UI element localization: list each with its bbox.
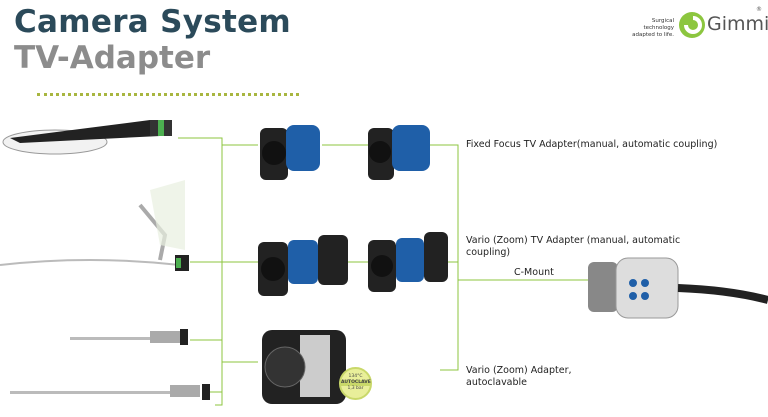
label-fixed-focus: Fixed Focus TV Adapter(manual, automatic… (466, 139, 718, 150)
endoscope-shaver (2, 120, 172, 155)
page-subtitle: TV-Adapter (14, 40, 211, 76)
label-vario-autoclavable: Vario (Zoom) Adapter,autoclavable (466, 365, 572, 388)
endoscope-angled (0, 180, 189, 271)
dotted-divider (37, 93, 299, 96)
vario-adapter-2 (368, 232, 448, 292)
endoscope-long (10, 384, 210, 400)
fixed-focus-adapter-2 (368, 125, 430, 180)
label-c-mount: C-Mount (514, 267, 554, 278)
c-mount-camera-head (588, 257, 768, 319)
vario-autoclavable-adapter (262, 330, 346, 404)
endoscope-straight (70, 329, 188, 345)
page-title: Camera System (14, 4, 292, 40)
gimmi-swirl-icon (679, 12, 705, 38)
connector-lines (178, 137, 590, 406)
fixed-focus-adapter-1 (260, 125, 320, 180)
vario-adapter-1 (258, 235, 348, 296)
label-vario-tv-adapter: Vario (Zoom) TV Adapter (manual, automat… (466, 235, 681, 258)
